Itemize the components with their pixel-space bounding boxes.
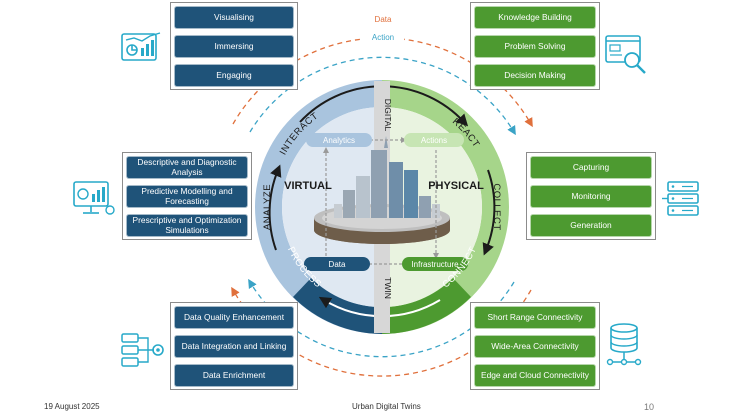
analytics-label: Analytics <box>323 136 355 145</box>
digital-label: DIGITAL <box>383 99 393 132</box>
action-arc-label: Action <box>372 33 394 42</box>
edge-cloud-item: Edge and Cloud Connectivity <box>474 364 596 387</box>
footer-title: Urban Digital Twins <box>352 402 421 411</box>
knowledge-building-item: Knowledge Building <box>474 6 596 29</box>
analytics-pill <box>306 133 372 147</box>
monitor-analytics-icon <box>73 181 115 215</box>
database-network-icon <box>606 323 642 366</box>
actions-pill <box>404 133 464 147</box>
infrastructure-label: Infrastructure <box>411 260 459 269</box>
engaging-item: Engaging <box>174 64 294 87</box>
data-quality-item: Data Quality Enhancement <box>174 306 294 329</box>
action-arc-top <box>249 56 516 136</box>
prescriptive-optimization-item: Prescriptive and Optimization Simulation… <box>126 214 248 237</box>
footer-date: 19 August 2025 <box>44 402 100 411</box>
data-enrichment-item: Data Enrichment <box>174 364 294 387</box>
decision-making-item: Decision Making <box>474 64 596 87</box>
process-group: Data Quality Enhancement Data Integratio… <box>170 302 298 390</box>
server-rack-icon <box>662 181 699 216</box>
wide-area-item: Wide-Area Connectivity <box>474 335 596 358</box>
data-pill <box>304 257 370 271</box>
cycle-arrow-left <box>268 164 282 251</box>
interact-group: Visualising Immersing Engaging <box>170 2 298 90</box>
collect-group: Capturing Monitoring Generation <box>526 152 656 240</box>
ring-label-analyze: ANALYZE <box>262 184 273 230</box>
predictive-modelling-item: Predictive Modelling and Forecasting <box>126 185 248 208</box>
infrastructure-pill <box>402 257 468 271</box>
ring-physical <box>382 80 509 334</box>
page-number: 10 <box>644 402 655 412</box>
descriptive-diagnostic-item: Descriptive and Diagnostic Analysis <box>126 156 248 179</box>
monitoring-item: Monitoring <box>530 185 652 208</box>
data-integration-item: Data Integration and Linking <box>174 335 294 358</box>
actions-label: Actions <box>421 136 447 145</box>
visualising-item: Visualising <box>174 6 294 29</box>
physical-label: PHYSICAL <box>428 180 484 192</box>
analyze-group: Descriptive and Diagnostic Analysis Pred… <box>122 152 252 240</box>
twin-label: TWIN <box>383 277 393 299</box>
data-arc-label: Data <box>375 15 392 24</box>
city-model-illustration <box>314 136 450 244</box>
cycle-arrow-right <box>482 169 496 256</box>
dashboard-chart-icon <box>121 32 161 61</box>
short-range-item: Short Range Connectivity <box>474 306 596 329</box>
data-label: Data <box>329 260 346 269</box>
ring-label-collect: COLLECT <box>491 183 502 230</box>
immersing-item: Immersing <box>174 35 294 58</box>
inner-physical-disc <box>382 107 482 307</box>
data-flow-icon <box>121 333 164 367</box>
capturing-item: Capturing <box>530 156 652 179</box>
problem-solving-item: Problem Solving <box>474 35 596 58</box>
ring-virtual <box>255 80 382 334</box>
virtual-label: VIRTUAL <box>284 180 332 192</box>
react-group: Knowledge Building Problem Solving Decis… <box>470 2 600 90</box>
browser-search-icon <box>605 35 646 74</box>
connect-group: Short Range Connectivity Wide-Area Conne… <box>470 302 600 390</box>
inner-virtual-disc <box>282 107 382 307</box>
generation-item: Generation <box>530 214 652 237</box>
